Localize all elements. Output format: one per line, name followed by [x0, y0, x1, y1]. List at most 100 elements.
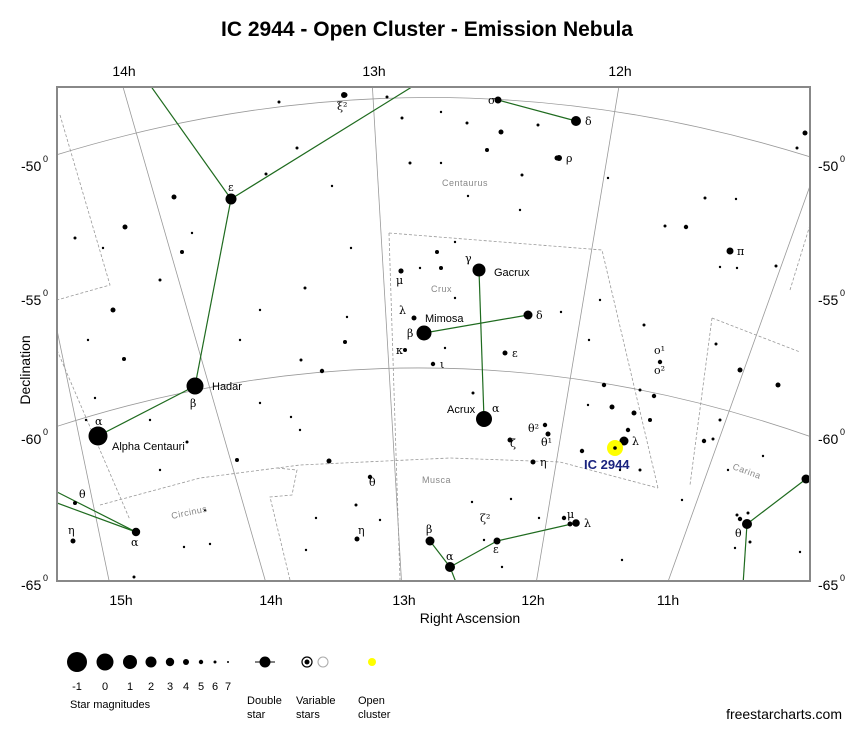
name-acrux: Acrux: [447, 404, 476, 416]
constellation-names: Centaurus Crux Musca Circinus Carina: [170, 178, 762, 521]
name-hadar: Hadar: [212, 381, 242, 393]
legend-double-star: Double star: [247, 656, 282, 721]
greek-mu-mus: μ: [567, 508, 574, 521]
label-circinus: Circinus: [170, 504, 208, 521]
greek-eta-mus: η: [358, 524, 365, 537]
star-epsilon-mus: [493, 537, 501, 545]
star-alpha-centauri: [88, 426, 108, 446]
dec-right-60: -60: [818, 431, 838, 447]
greek-epsilon-cru: ε: [512, 347, 518, 360]
star-alpha-cir: [131, 527, 141, 537]
legend-open-l2: cluster: [358, 709, 391, 721]
dec-left-50: -50: [21, 158, 41, 174]
legend-mag: 5: [198, 681, 204, 693]
greek-eta-cir: η: [68, 524, 75, 537]
legend-mag: 6: [212, 681, 218, 693]
legend: -1 0 1 2 3 4 5 6 7 Star magnitudes Doubl…: [67, 652, 391, 721]
star-beta-mus: [425, 536, 435, 546]
dec-sup: 0: [840, 154, 845, 164]
ra-grid: [57, 87, 810, 581]
star-mu-cru: [398, 268, 404, 274]
ic2944-marker: [607, 440, 623, 456]
name-mimosa: Mimosa: [425, 313, 464, 325]
dec-sup: 0: [840, 427, 845, 437]
legend-mag: -1: [72, 681, 82, 693]
map-frame: [56, 86, 811, 582]
greek-theta2-cru: θ²: [528, 422, 539, 435]
ra-bottom-13h: 13h: [392, 592, 415, 608]
greek-delta-cen: δ: [585, 115, 592, 128]
constellation-boundaries: [57, 114, 810, 581]
ra-bottom-12h: 12h: [521, 592, 544, 608]
star-mimosa: [416, 325, 432, 341]
ra-top-13h: 13h: [362, 63, 385, 79]
greek-lambda-cru: λ: [399, 304, 406, 317]
star-rho-cen: [556, 155, 562, 161]
label-crux: Crux: [431, 284, 452, 294]
greek-theta1-cru: θ¹: [541, 436, 552, 449]
greek-beta-cen: β: [190, 397, 196, 410]
legend-mag: 3: [167, 681, 173, 693]
star-names: Alpha Centauri Hadar Acrux Mimosa Gacrux: [112, 267, 530, 453]
greek-epsilon-mus: ε: [493, 543, 499, 556]
legend-mag: 2: [148, 681, 154, 693]
legend-variable-l1: Variable: [296, 695, 336, 707]
star-acrux: [476, 411, 492, 427]
map-area: [57, 87, 810, 581]
star-epsilon-cen: [225, 193, 237, 205]
dec-sup: 0: [43, 288, 48, 298]
ra-bottom-14h: 14h: [259, 592, 282, 608]
legend-open-cluster: Open cluster: [358, 658, 391, 721]
name-alpha-centauri: Alpha Centauri: [112, 441, 185, 453]
greek-delta-cru: δ: [536, 309, 543, 322]
ra-top-12h: 12h: [608, 63, 631, 79]
star-theta-car: [742, 519, 752, 529]
dec-sup: 0: [43, 154, 48, 164]
greek-xi2-cen: ξ²: [337, 100, 347, 113]
greek-beta-cru: β: [407, 327, 413, 340]
legend-magnitude-labels: -1 0 1 2 3 4 5 6 7: [72, 681, 231, 693]
greek-zeta-cru: ζ: [510, 437, 516, 450]
dec-left-60: -60: [21, 431, 41, 447]
legend-variable-stars: Variable stars: [296, 656, 336, 721]
star-gacrux: [472, 263, 486, 277]
label-musca: Musca: [422, 475, 451, 485]
ra-bottom-ticks: 15h 14h 13h 12h 11h: [109, 592, 679, 608]
dec-right-65: -65: [818, 577, 838, 593]
greek-alpha-mus: α: [446, 550, 454, 563]
star-alpha-mus: [445, 562, 455, 572]
dec-grid: [57, 97, 810, 437]
legend-open-l1: Open: [358, 695, 385, 707]
label-carina: Carina: [731, 461, 762, 480]
ra-top-14h: 14h: [112, 63, 135, 79]
y-axis-label: Declination: [17, 335, 33, 404]
legend-double-l1: Double: [247, 695, 282, 707]
greek-theta-car: θ: [735, 527, 742, 540]
greek-omicron2: o²: [654, 364, 665, 377]
greek-lambda-cen: λ: [632, 435, 639, 448]
greek-eta-cru: η: [540, 456, 547, 469]
legend-magnitudes-label: Star magnitudes: [70, 699, 151, 711]
greek-pi-cen: π: [737, 245, 744, 258]
ra-top-ticks: 14h 13h 12h: [112, 63, 631, 79]
legend-double-l2: star: [247, 709, 266, 721]
background-stars: [70, 92, 808, 579]
greek-alpha-cir: α: [131, 536, 139, 549]
x-axis-label: Right Ascension: [420, 610, 520, 626]
dec-left-65: -65: [21, 577, 41, 593]
star-edge-carina: [801, 474, 810, 484]
greek-gamma-cru: γ: [465, 252, 472, 265]
dec-sup: 0: [43, 427, 48, 437]
star-xi2-cen: [341, 92, 347, 98]
dec-left-55: -55: [21, 292, 41, 308]
greek-rho-cen: ρ: [566, 152, 572, 165]
credit-link[interactable]: freestarcharts.com: [726, 706, 842, 722]
dec-sup: 0: [840, 573, 845, 583]
greek-mu-cru: μ: [396, 274, 403, 287]
legend-mag: 4: [183, 681, 189, 693]
star-sigma-cen: [494, 96, 502, 104]
greek-omicron1: o¹: [654, 344, 665, 357]
legend-mag: 0: [102, 681, 108, 693]
star-delta-cen: [571, 116, 581, 126]
